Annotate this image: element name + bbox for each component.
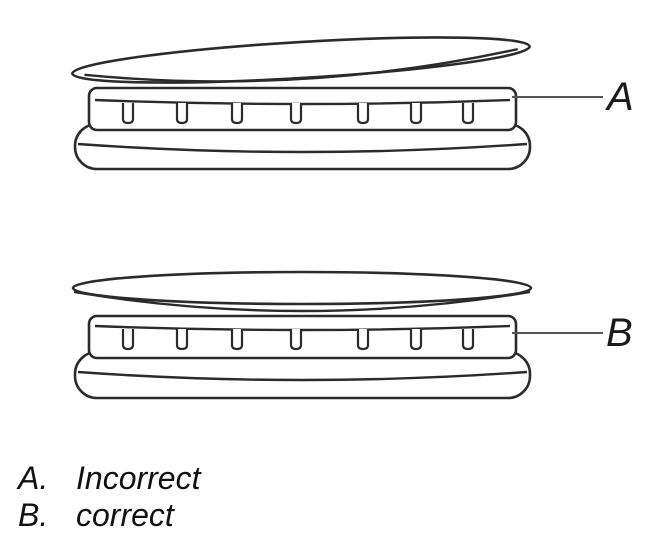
flame-port <box>409 329 423 351</box>
burner-cap-placement-diagram: A B <box>71 36 634 400</box>
flame-port <box>461 329 475 351</box>
callout-label-b: B <box>606 311 633 355</box>
burner-crown <box>87 314 518 360</box>
flame-port <box>356 329 370 351</box>
flame-port <box>175 329 189 351</box>
callout-label-a: A <box>605 75 634 119</box>
burner-incorrect: A <box>71 36 634 171</box>
flame-port <box>289 103 303 125</box>
flame-port <box>175 103 189 125</box>
legend-text: Incorrect <box>76 460 201 496</box>
burner-cap-tilted <box>71 36 531 84</box>
burner-cap-level <box>71 270 533 313</box>
flame-ports <box>121 329 475 351</box>
flame-port <box>461 103 475 125</box>
legend-text: correct <box>76 497 174 533</box>
flame-port <box>121 103 135 125</box>
flame-ports <box>121 103 475 125</box>
legend-key: B. <box>18 497 49 533</box>
flame-port <box>121 329 135 351</box>
legend-item: B. correct <box>18 497 200 534</box>
legend-key: A. <box>18 460 49 496</box>
flame-port <box>230 103 244 125</box>
flame-port <box>230 329 244 351</box>
legend: A. Incorrect B. correct <box>18 460 200 534</box>
flame-port <box>409 103 423 125</box>
flame-port <box>356 103 370 125</box>
legend-item: A. Incorrect <box>18 460 200 497</box>
burner-correct: B <box>71 270 633 400</box>
burner-crown <box>87 86 518 132</box>
flame-port <box>289 329 303 351</box>
